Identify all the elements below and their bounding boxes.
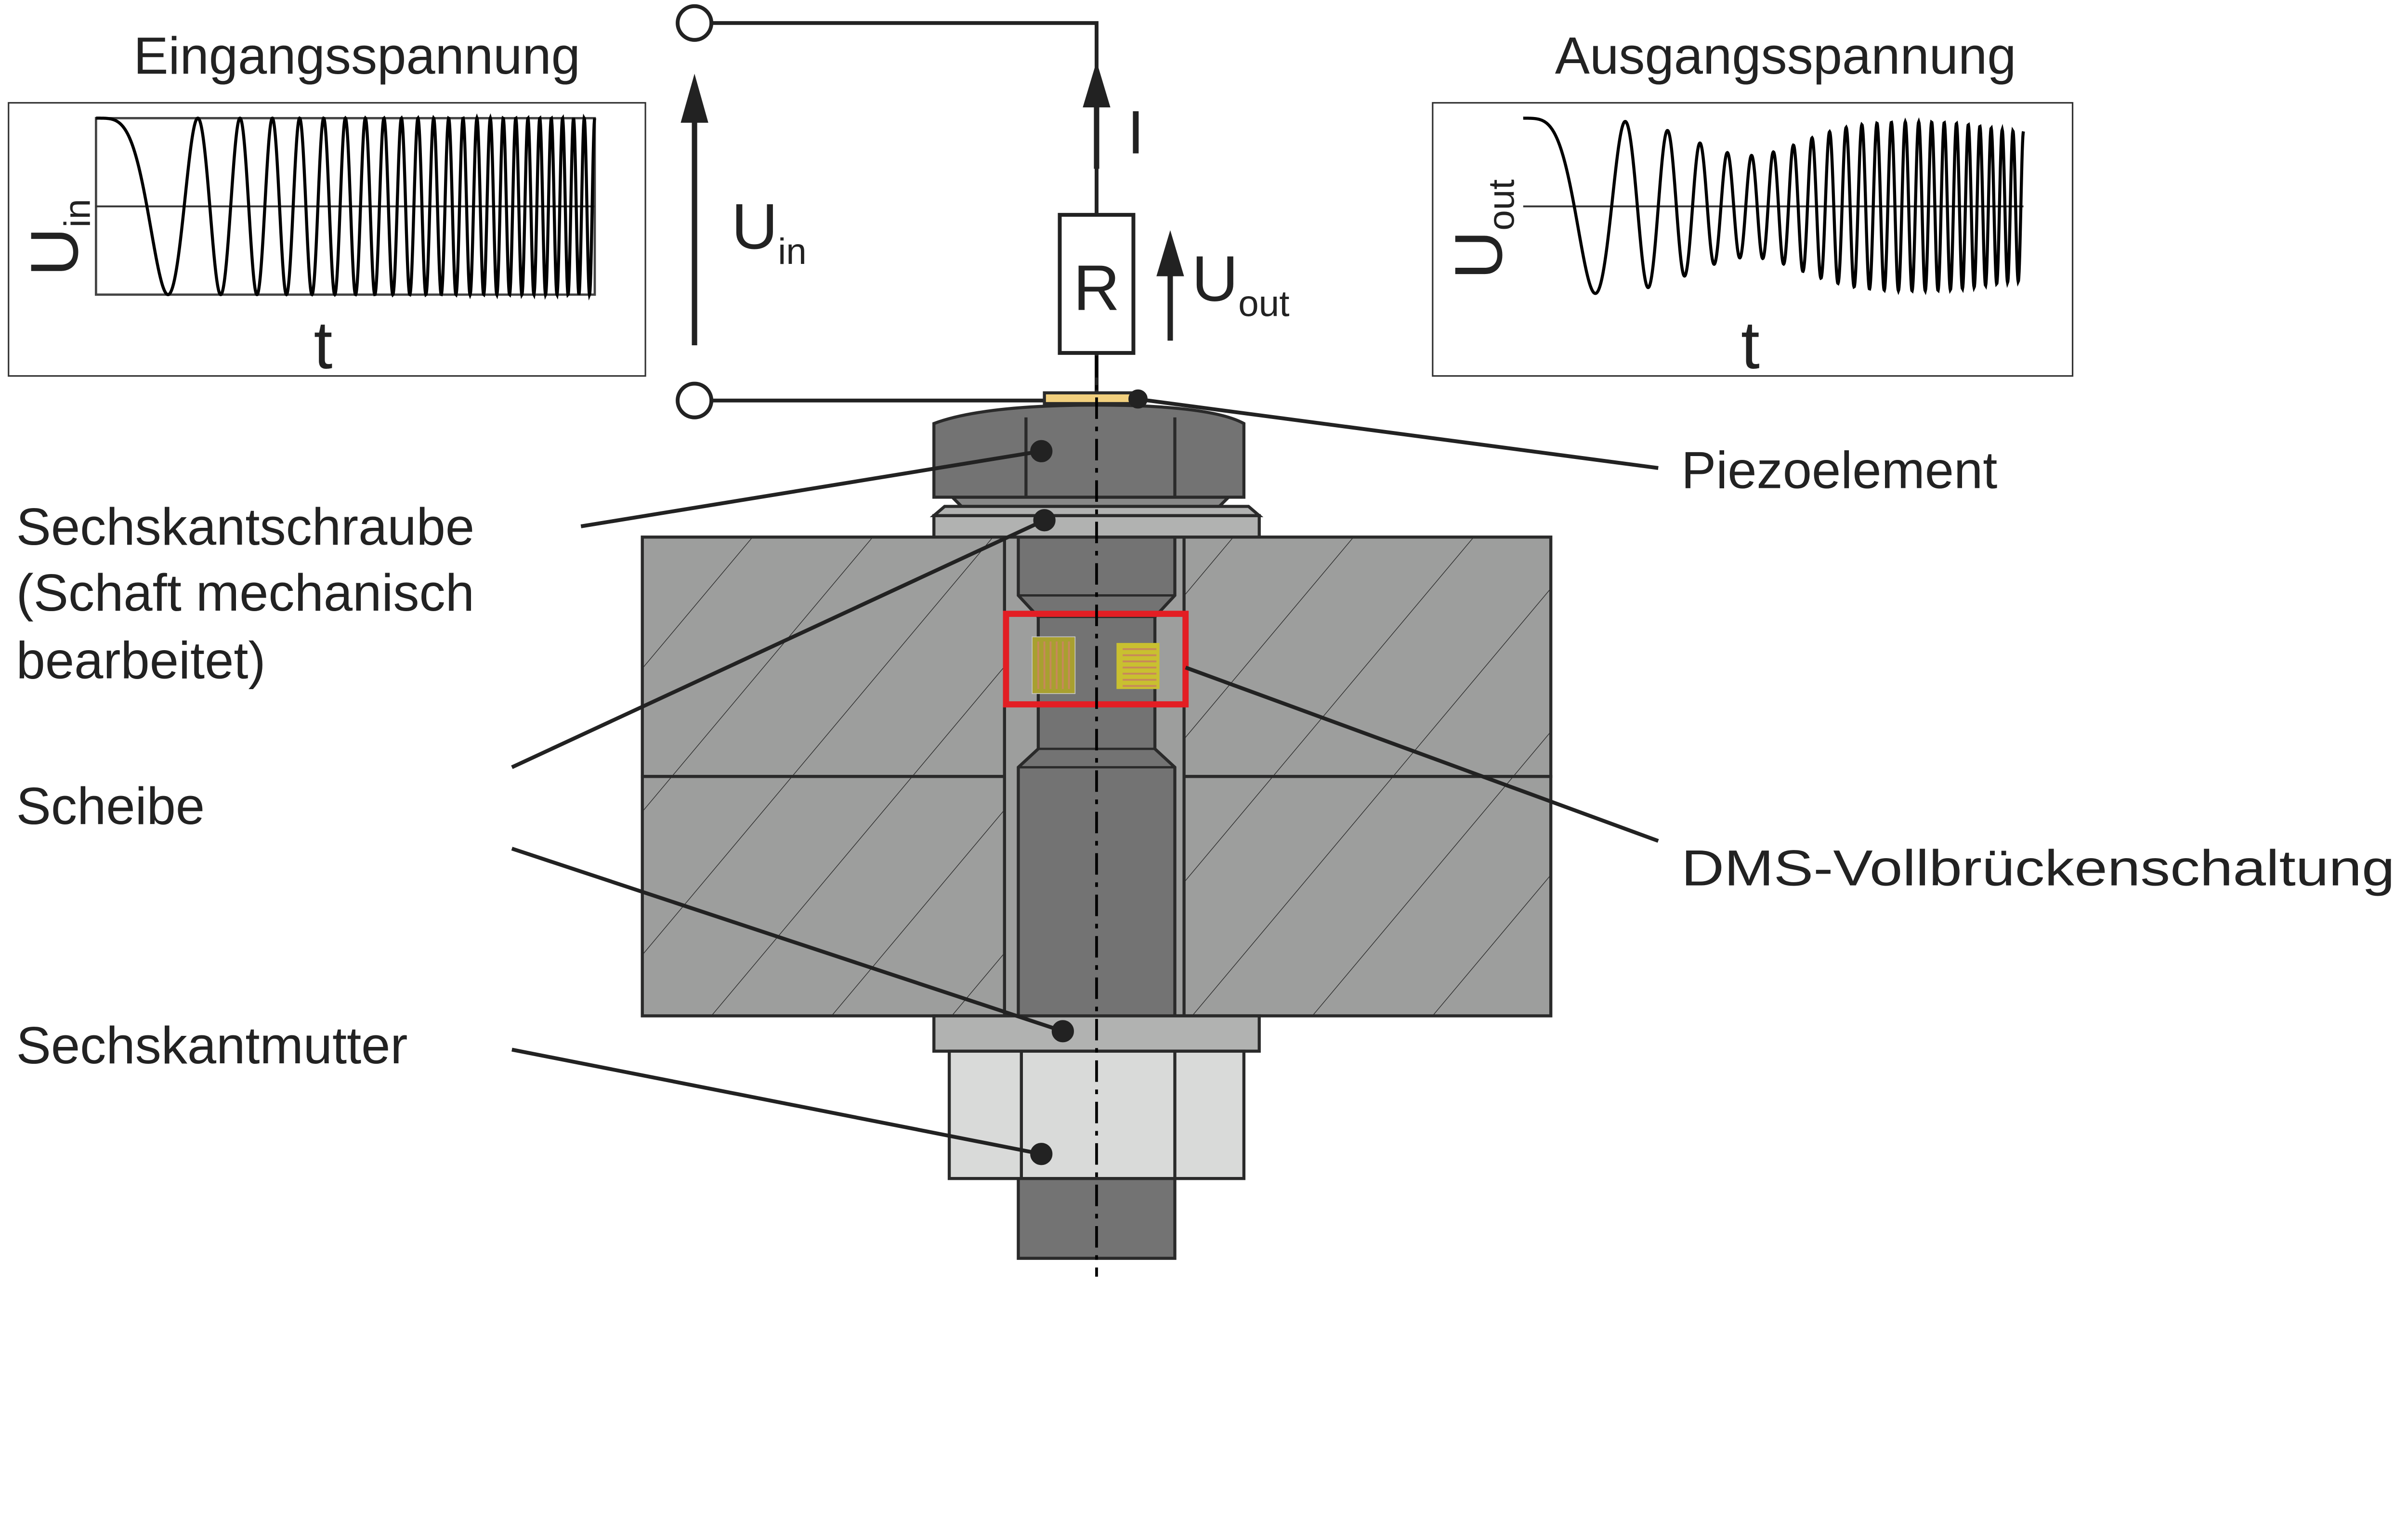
output-plot-title: Ausgangsspannung [1555, 26, 2016, 85]
circuit [676, 4, 1184, 419]
input-terminal-bottom [676, 381, 714, 419]
input-chirp-signal [96, 113, 597, 301]
input-voltage-plot: Eingangsspannung Uin t [8, 26, 646, 383]
label-nut: Sechskantmutter [16, 1016, 408, 1074]
strain-gauge-left [1032, 636, 1076, 694]
output-voltage-plot: Ausgangsspannung Uout t [1432, 26, 2074, 383]
label-washer: Scheibe [16, 777, 205, 835]
bolt-measurement-diagram: Eingangsspannung Uin t Ausgangsspannung … [8, 4, 2395, 1277]
uin-label: Uin [732, 191, 807, 272]
label-dms: DMS-Vollbrückenschaltung [1681, 840, 2395, 897]
resistor [1058, 213, 1136, 355]
output-ylabel: Uout [1440, 179, 1522, 279]
uout-arrow-head [1156, 230, 1184, 276]
label-bolt-line3: bearbeitet) [16, 631, 266, 689]
input-plot-title: Eingangsspannung [133, 26, 580, 85]
input-ylabel: Uin [16, 199, 98, 276]
label-piezoelement: Piezoelement [1681, 441, 1997, 499]
output-chirp-signal [1523, 117, 2025, 295]
label-bolt-line2: (Schaft mechanisch [16, 563, 474, 622]
current-arrow-head [1083, 61, 1111, 108]
output-xlabel: t [1741, 307, 1760, 383]
uin-arrow-head [681, 73, 708, 123]
strain-gauge-right [1116, 643, 1160, 689]
leader-lines [511, 389, 1659, 1165]
strain-gauge-right-grid [1123, 648, 1157, 687]
current-label: I [1127, 99, 1144, 167]
uout-label: Uout [1192, 243, 1290, 325]
resistor-label: R [1073, 252, 1120, 324]
piezo-element [1043, 391, 1138, 405]
bolt-head [932, 404, 1246, 499]
input-xlabel: t [314, 307, 332, 383]
label-bolt-line1: Sechskantschraube [16, 497, 474, 556]
input-terminal-top [676, 4, 714, 42]
top-wire [711, 21, 1099, 215]
strain-gauge-left-grid [1037, 641, 1070, 689]
